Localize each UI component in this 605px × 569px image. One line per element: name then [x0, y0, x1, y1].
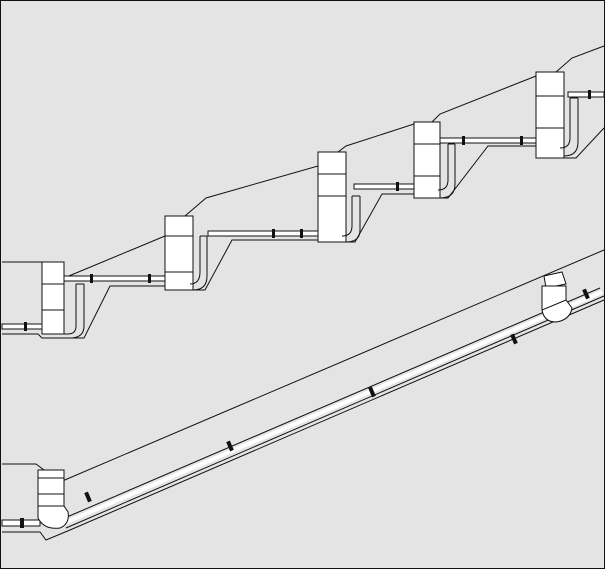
sloped-pipe-couplers: [84, 288, 590, 503]
chamber-body: [37, 469, 65, 507]
elbow-pipe: [341, 196, 353, 237]
pipe-coupler: [20, 518, 24, 528]
upper-horizontal-pipes: [1, 90, 605, 331]
pipe-segment: [1, 323, 43, 330]
pipe-coupler: [84, 491, 92, 503]
elbow-pipe: [559, 98, 571, 149]
chamber-body: [535, 71, 565, 159]
elbow-pipe: [42, 284, 77, 335]
pipe-coupler: [300, 229, 303, 238]
pipe-coupler: [396, 182, 399, 191]
pipe-coupler: [368, 386, 376, 398]
chamber-body: [41, 261, 65, 335]
upper-unit-2: [164, 215, 208, 291]
elbow-pipe: [437, 144, 449, 191]
chamber-cap: [543, 271, 567, 289]
lower-sloped-run: [1, 249, 605, 541]
pipe-coupler: [582, 288, 590, 300]
upper-unit-3: [317, 151, 361, 243]
lower-unit-1: [37, 469, 69, 529]
pipe-segment: [439, 137, 539, 144]
pipe-coupler: [510, 333, 518, 345]
pipe-segment: [353, 183, 417, 190]
chamber-body: [164, 215, 194, 291]
pipe-coupler: [462, 136, 465, 145]
upper-unit-5: [535, 71, 579, 159]
lower-base-line: [2, 299, 605, 541]
sloped-pipe-upper-wall: [59, 287, 601, 521]
pipe-coupler: [90, 274, 93, 283]
lower-unit-2: [541, 271, 573, 323]
chamber-body: [317, 151, 347, 243]
chamber-body: [413, 121, 441, 199]
sloped-pipe-bore: [61, 290, 603, 526]
upper-unit-4: [413, 121, 456, 199]
pipe-coupler: [24, 322, 27, 331]
pipe-coupler: [588, 90, 591, 99]
pipe-coupler: [226, 440, 234, 452]
pipe-coupler: [272, 229, 275, 238]
upper-unit-1: [41, 261, 85, 339]
pipe-segment: [207, 230, 321, 237]
elbow-pipe: [541, 299, 573, 323]
pipe-coupler: [520, 136, 523, 145]
elbow-pipe: [189, 236, 201, 285]
upper-stepped-run: [1, 45, 605, 339]
pipe-segment: [567, 91, 605, 98]
elbow-pipe: [37, 505, 69, 529]
pipe-coupler: [148, 274, 151, 283]
